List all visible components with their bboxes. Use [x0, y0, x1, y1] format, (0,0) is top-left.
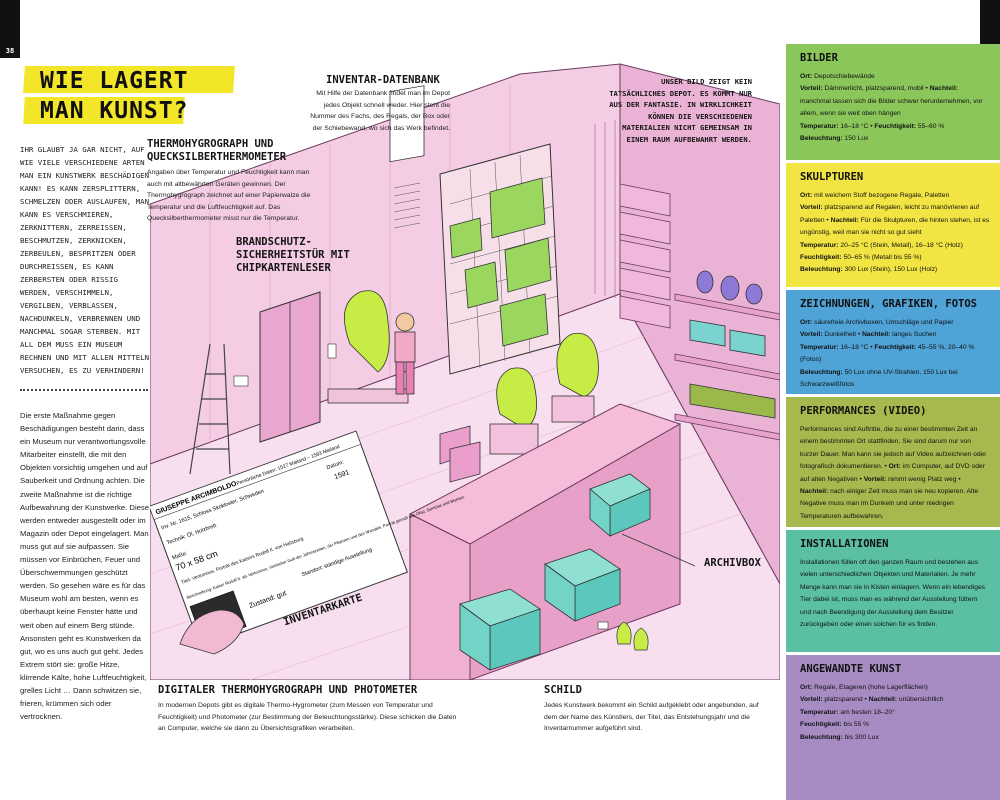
panel-row: Temperatur: 16–18 °C • Feuchtigkeit: 45–…: [800, 343, 975, 364]
callout-thermo-title: THERMOHYGROGRAPH UND QUECKSILBERTHERMOME…: [147, 138, 287, 163]
panel-row: Beleuchtung: bis 300 Lux: [800, 733, 879, 741]
callout-thermo-text: Angaben über Temperatur und Feuchtigkeit…: [147, 169, 311, 222]
panel-row: Beleuchtung: 300 Lux (Stein), 150 Lux (H…: [800, 266, 938, 274]
callout-schild-title: SCHILD: [544, 684, 582, 696]
callout-archivbox-title: ARCHIVBOX: [704, 557, 761, 569]
callout-digital-text: In modernen Depots gibt es digitale Ther…: [158, 702, 457, 732]
panel-row: Temperatur: am besten 18–20°: [800, 708, 895, 716]
panel-row: Vorteil: Dunkelheit • Nachteil: langes S…: [800, 331, 937, 339]
card-mass-label: Maße:: [172, 550, 189, 561]
panel-row: Ort: säurefreie Archivboxen, Umschläge u…: [800, 319, 954, 326]
panel-skulpturen: SKULPTUREN Ort: mit weichem Stoff bezogen…: [786, 163, 1000, 287]
card-date: 1591: [333, 469, 350, 481]
panel-title: SKULPTUREN: [800, 171, 864, 183]
panel-title: BILDER: [800, 52, 838, 64]
panel-row: Feuchtigkeit: 50–65 % (Metall bis 55 %): [800, 254, 922, 262]
page-number-left: 38: [0, 0, 20, 58]
panel-row: Beleuchtung: 150 Lux: [800, 135, 869, 143]
panel-zeichnungen-grafiken-fotos: ZEICHNUNGEN, GRAFIKEN, FOTOS Ort: säurefr…: [786, 290, 1000, 394]
callout-digital-title: DIGITALER THERMOHYGROGRAPH UND PHOTOMETE…: [158, 684, 418, 696]
panel-angewandte-kunst: ANGEWANDTE KUNST Ort: Regale, Etageren (h…: [786, 655, 1000, 800]
panel-title: PERFORMANCES (VIDEO): [800, 405, 927, 417]
callout-inventar-text: Mit Hilfe der Datenbank findet man im De…: [310, 90, 450, 132]
panel-row: Temperatur: 16–18 °C • Feuchtigkeit: 55–…: [800, 122, 945, 130]
page-title-line-1: WIE LAGERT: [40, 68, 189, 94]
hand-illustration: [179, 609, 245, 655]
panel-title: ANGEWANDTE KUNST: [800, 663, 902, 675]
page-title-line-2: MAN KUNST?: [40, 98, 189, 124]
panel-title: INSTALLATIONEN: [800, 538, 889, 550]
panel-performances-video: PERFORMANCES (VIDEO) Performances sind Au…: [786, 397, 1000, 527]
intro-body-text: Die erste Maßnahme gegen Beschädigungen …: [20, 411, 150, 722]
callout-inventar-title: INVENTAR-DATENBANK: [326, 74, 440, 86]
panel-row: Performances sind Auftritte, die zu eine…: [800, 426, 987, 520]
panel-row: Ort: mit weichem Stoff bezogene Regale, …: [800, 192, 950, 199]
panel-row: Vorteil: platzsparend • Nachteil: unüber…: [800, 696, 944, 704]
panel-row: Ort: Regale, Etageren (hohe Lagerflächen…: [800, 684, 928, 691]
panel-row: Vorteil: Dämmerlicht, platzsparend, mobi…: [800, 85, 983, 118]
panel-row: Vorteil: platzsparend auf Regalen, leich…: [800, 204, 990, 237]
page-title: WIE LAGERT MAN KUNST?: [40, 66, 188, 126]
card-date-label: Datum:: [326, 459, 345, 471]
depot-illustration: GIUSEPPE ARCIMBOLDO Persönliche Daten: 1…: [150, 63, 780, 680]
panel-row: Installationen füllen oft den ganzen Rau…: [800, 559, 986, 629]
dotted-divider: [20, 389, 148, 391]
panel-row: Beleuchtung: 50 Lux ohne UV-Strahlen, 15…: [800, 368, 958, 389]
panel-row: Ort: Depotschiebewände: [800, 73, 875, 80]
callout-schild-text: Jedes Kunstwerk bekommt ein Schild aufge…: [544, 702, 759, 732]
panel-installationen: INSTALLATIONEN Installationen füllen oft …: [786, 530, 1000, 652]
panel-row: Feuchtigkeit: bis 55 %: [800, 721, 870, 729]
intro-caps-text: IHR GLAUBT JA GAR NICHT, AUF WIE VIELE V…: [20, 145, 150, 375]
depot-note: UNSER BILD ZEIGT KEIN TATSÄCHLICHES DEPO…: [609, 77, 752, 144]
inventory-card: GIUSEPPE ARCIMBOLDO Persönliche Daten: 1…: [150, 430, 466, 649]
panel-title: ZEICHNUNGEN, GRAFIKEN, FOTOS: [800, 298, 978, 310]
callout-door-title: BRANDSCHUTZ-SICHERHEITSTÜR MIT CHIPKARTE…: [236, 236, 350, 274]
panel-row: Temperatur: 20–25 °C (Stein, Metall), 16…: [800, 241, 963, 249]
